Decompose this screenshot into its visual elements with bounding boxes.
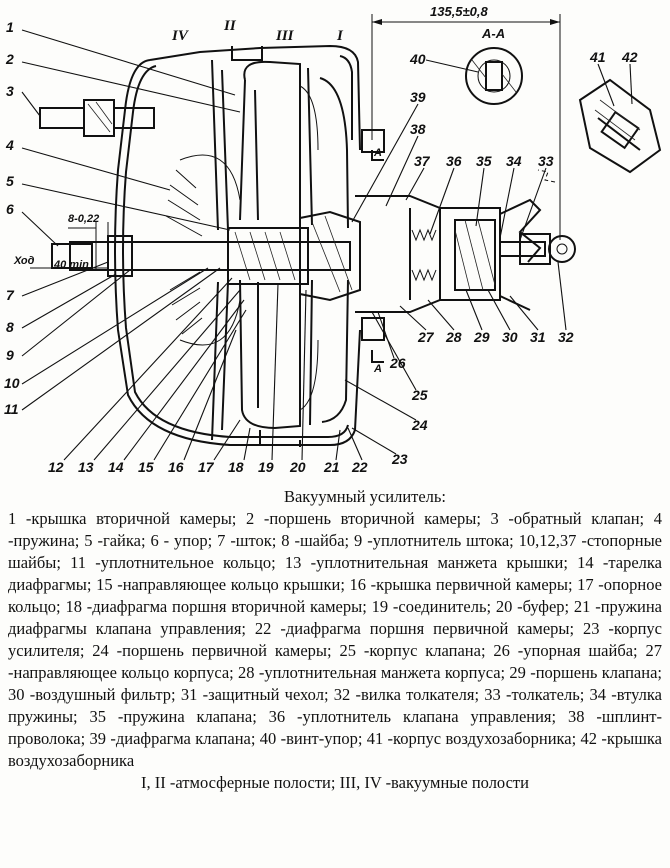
callout-30: 30 xyxy=(502,329,518,345)
callout-27: 27 xyxy=(417,329,435,345)
caption-footer: I, II -атмосферные полости; III, IV -вак… xyxy=(141,773,529,792)
callout-24: 24 xyxy=(411,417,428,433)
callout-5: 5 xyxy=(6,173,14,189)
caption: Вакуумный усилитель: 1 -крышка вторичной… xyxy=(8,486,662,794)
callout-7: 7 xyxy=(6,287,15,303)
stroke-value: 40 min xyxy=(53,259,89,271)
section-mark-top: A xyxy=(373,147,382,159)
section-label: A-A xyxy=(481,26,505,41)
callout-20: 20 xyxy=(289,459,306,475)
callout-10: 10 xyxy=(4,375,20,391)
callout-39: 39 xyxy=(410,89,426,105)
callout-9: 9 xyxy=(6,347,14,363)
callout-25: 25 xyxy=(411,387,428,403)
callout-38: 38 xyxy=(410,121,426,137)
label-roman-iv: IV xyxy=(171,28,190,44)
callout-26: 26 xyxy=(389,355,406,371)
callout-35: 35 xyxy=(476,153,492,169)
callout-22: 22 xyxy=(351,459,368,475)
label-roman-i: I xyxy=(336,28,344,44)
gap-label: 8-0,22 xyxy=(68,213,99,225)
callout-29: 29 xyxy=(473,329,490,345)
callout-14: 14 xyxy=(108,459,124,475)
callout-41: 41 xyxy=(589,49,606,65)
valve-housing xyxy=(355,129,576,341)
callout-32: 32 xyxy=(558,329,574,345)
callout-33: 33 xyxy=(538,153,554,169)
leader-lines xyxy=(21,29,633,461)
callout-16: 16 xyxy=(168,459,184,475)
caption-title: Вакуумный усилитель: xyxy=(283,487,447,506)
callout-6: 6 xyxy=(6,201,14,217)
callout-34: 34 xyxy=(506,153,522,169)
callout-40: 40 xyxy=(409,51,426,67)
callout-15: 15 xyxy=(138,459,154,475)
dimension-line xyxy=(371,14,561,240)
stroke-label: Ход xyxy=(13,255,35,267)
section-marks xyxy=(371,150,384,363)
callout-numbers: 1 2 3 4 5 6 7 8 9 10 11 12 13 14 15 16 1… xyxy=(4,19,638,475)
callout-13: 13 xyxy=(78,459,94,475)
callout-3: 3 xyxy=(6,83,14,99)
callout-31: 31 xyxy=(530,329,546,345)
pistons xyxy=(211,59,349,441)
stroke-dimension xyxy=(30,222,109,272)
callout-21: 21 xyxy=(323,459,340,475)
callout-28: 28 xyxy=(445,329,462,345)
spring xyxy=(165,154,241,346)
booster-housing xyxy=(114,44,361,447)
label-roman-ii: II xyxy=(223,18,237,34)
check-valve xyxy=(39,99,155,137)
callout-4: 4 xyxy=(5,137,14,153)
section-a-a xyxy=(465,47,523,105)
caption-body: 1 -крышка вторичной камеры; 2 -поршень в… xyxy=(8,509,662,770)
callout-19: 19 xyxy=(258,459,274,475)
dimension-value: 135,5±0,8 xyxy=(430,4,489,19)
callout-17: 17 xyxy=(198,459,215,475)
callout-42: 42 xyxy=(621,49,638,65)
callout-11: 11 xyxy=(4,401,19,417)
callout-1: 1 xyxy=(6,19,14,35)
section-mark-bottom: A xyxy=(373,363,382,375)
callout-2: 2 xyxy=(5,51,14,67)
callout-8: 8 xyxy=(6,319,14,335)
callout-12: 12 xyxy=(48,459,64,475)
callout-37: 37 xyxy=(414,153,431,169)
vacuum-booster-diagram: IV II III I 135,5±0,8 A-A A A Ход 40 min… xyxy=(4,4,662,475)
air-intake xyxy=(578,78,662,174)
callout-36: 36 xyxy=(446,153,462,169)
callout-18: 18 xyxy=(228,459,244,475)
label-roman-iii: III xyxy=(275,28,295,44)
text-labels: IV II III I 135,5±0,8 A-A A A Ход 40 min… xyxy=(13,4,505,375)
callout-23: 23 xyxy=(391,451,408,467)
